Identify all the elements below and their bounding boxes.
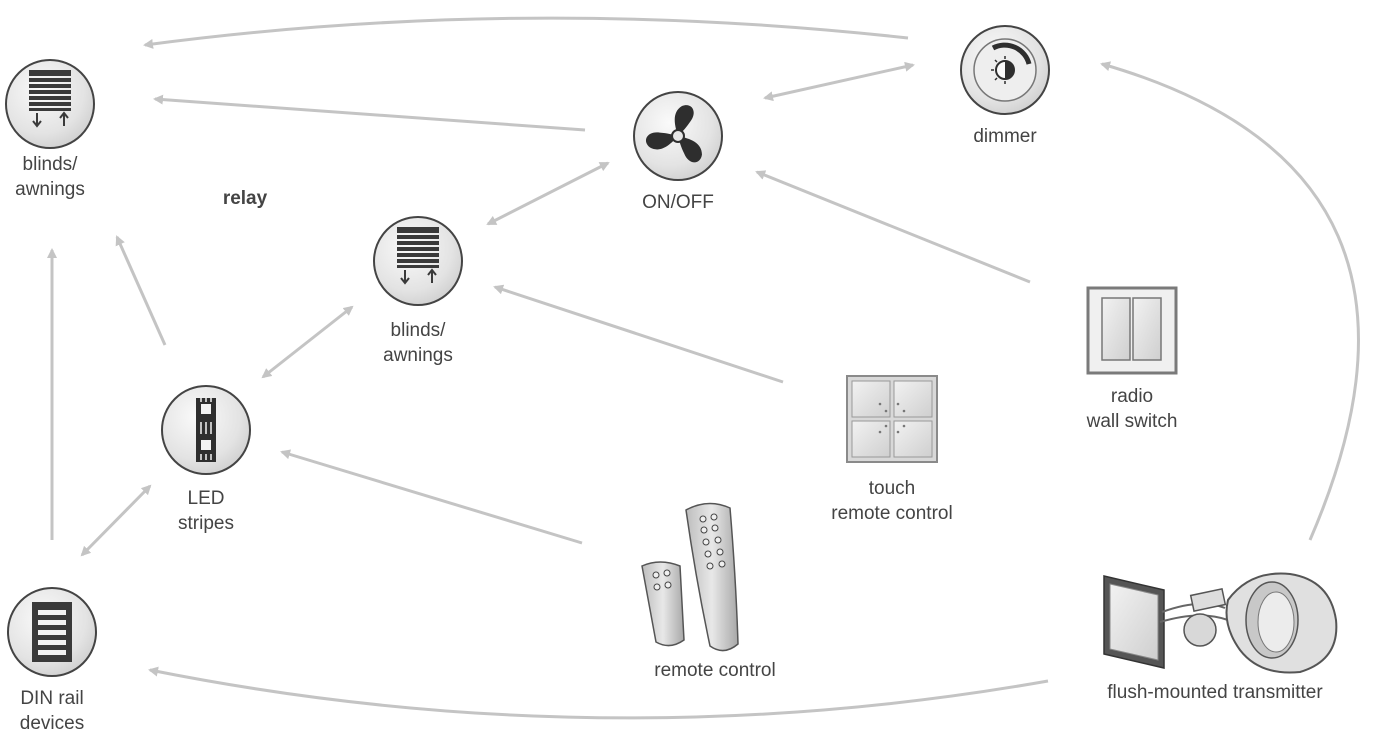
remote-label: remote control — [654, 660, 776, 681]
led-label-line1: LED — [187, 488, 225, 509]
blinds-icon — [5, 59, 95, 149]
blinds-top-label-line1: blinds/ — [22, 154, 78, 175]
touch-remote-label: touch remote control — [812, 476, 972, 526]
arrow-onoff-blinds-mid — [486, 161, 610, 226]
blinds-mid-label-line2: awnings — [383, 345, 453, 366]
onoff-label: ON/OFF — [642, 192, 714, 213]
arrow-led-to-blinds-top — [115, 235, 167, 346]
flush-transmitter-icon — [1103, 572, 1338, 674]
arrow-remote-to-led — [280, 449, 583, 545]
arrow-flush-to-dimmer — [1100, 61, 1360, 541]
arrow-onoff-to-blinds-top — [153, 94, 586, 132]
din-rail-icon — [7, 587, 97, 677]
flush-label: flush-mounted transmitter — [1107, 682, 1323, 703]
arrow-wallswitch-to-onoff — [755, 170, 1031, 284]
touch-panel-icon — [846, 375, 938, 463]
blinds-mid-label: blinds/ awnings — [358, 318, 478, 368]
dimmer-label: dimmer — [973, 126, 1037, 147]
arrow-onoff-dimmer — [763, 61, 915, 102]
wall-switch-icon — [1086, 286, 1178, 375]
led-label-line2: stripes — [178, 513, 234, 534]
dimmer-icon — [960, 25, 1050, 115]
fan-icon — [633, 91, 723, 181]
arrow-led-blinds-mid — [261, 305, 354, 379]
arrow-din-led — [80, 484, 152, 557]
arrow-flush-to-din — [148, 666, 1049, 720]
remote-control-icon — [641, 502, 739, 652]
relay-heading: relay — [222, 188, 268, 209]
wall-switch-label-line1: radio — [1110, 386, 1154, 407]
blinds-top-label: blinds/ awnings — [0, 152, 100, 202]
touch-remote-label-line2: remote control — [831, 503, 953, 524]
blinds-top-label-line2: awnings — [15, 179, 85, 200]
arrow-dimmer-to-blinds-top — [143, 16, 909, 49]
arrows — [47, 16, 1360, 720]
blinds-mid-label-line1: blinds/ — [390, 320, 446, 341]
din-label: DIN rail devices — [0, 686, 104, 736]
arrow-touch-to-blinds-mid — [493, 284, 784, 384]
led-strip-icon — [161, 385, 251, 475]
din-label-line1: DIN rail — [20, 688, 84, 709]
din-label-line2: devices — [19, 713, 85, 734]
touch-remote-label-line1: touch — [868, 478, 916, 499]
led-label: LED stripes — [146, 486, 266, 536]
wall-switch-label: radio wall switch — [1062, 384, 1202, 434]
wall-switch-label-line2: wall switch — [1086, 411, 1178, 432]
blinds-icon — [373, 216, 463, 306]
